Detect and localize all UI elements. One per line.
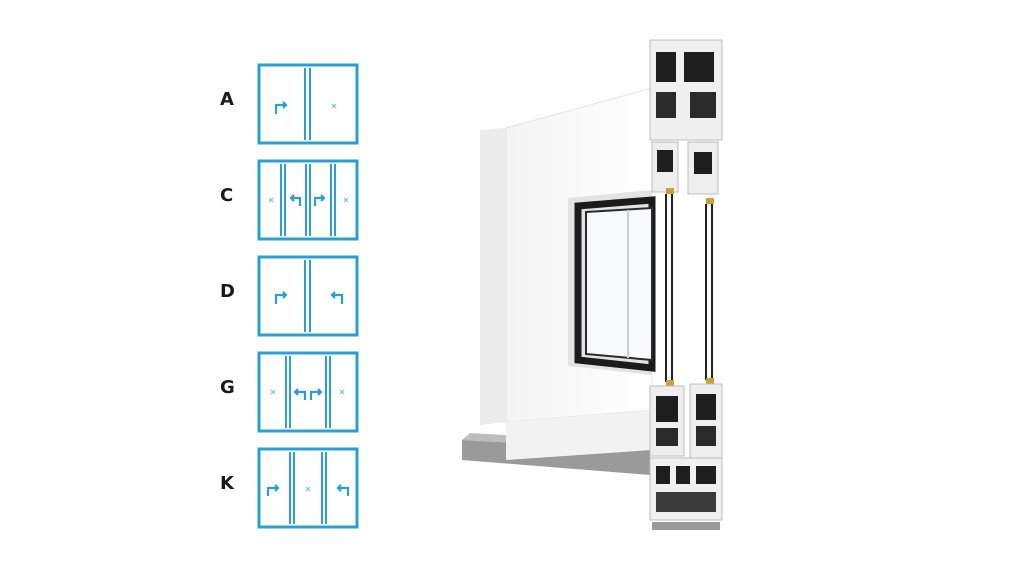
slide-left-arrow-icon (330, 291, 344, 304)
frame-side-panel-lower (506, 410, 652, 460)
configuration-row-k: K (0, 446, 420, 530)
configuration-row-g: G (0, 350, 420, 434)
door-profile-section-illustration (462, 39, 723, 530)
slide-right-arrow-icon (274, 101, 288, 114)
slide-right-arrow-icon (266, 484, 280, 496)
configuration-scheme-c (257, 159, 359, 241)
configuration-label: K (220, 473, 234, 494)
configuration-scheme-k (257, 447, 359, 529)
profile-section-top (649, 39, 723, 204)
scheme-frame (257, 255, 359, 337)
configuration-label: C (220, 185, 234, 206)
configuration-scheme-d (257, 255, 359, 337)
scheme-frame (257, 351, 359, 433)
fixed-cross-icon (305, 486, 311, 492)
profile-section-bottom (649, 378, 723, 530)
slide-left-arrow-icon (336, 484, 350, 496)
slide-left-arrow-icon (289, 194, 302, 206)
configuration-scheme-g (257, 351, 359, 433)
configuration-label: G (220, 377, 235, 398)
configuration-row-d: D (0, 254, 420, 338)
fixed-cross-icon (270, 389, 276, 395)
configuration-row-a: A (0, 62, 420, 146)
configuration-label: D (220, 281, 235, 302)
glazing-gasket (574, 196, 656, 372)
fixed-cross-icon (343, 197, 349, 203)
fixed-cross-icon (331, 103, 337, 109)
slide-right-arrow-icon (313, 194, 326, 206)
configuration-row-c: C (0, 158, 420, 242)
glass-pane (585, 206, 653, 362)
configuration-label: A (220, 89, 234, 110)
scheme-frame (257, 159, 359, 241)
scheme-frame (257, 447, 359, 529)
fixed-cross-icon (268, 197, 274, 203)
frame-side-panel (480, 128, 506, 425)
slide-left-arrow-icon (293, 388, 307, 400)
slide-right-arrow-icon (274, 291, 288, 304)
scheme-frame (257, 63, 359, 145)
slide-right-arrow-icon (309, 388, 323, 400)
fixed-cross-icon (339, 389, 345, 395)
configuration-scheme-a (257, 63, 359, 145)
